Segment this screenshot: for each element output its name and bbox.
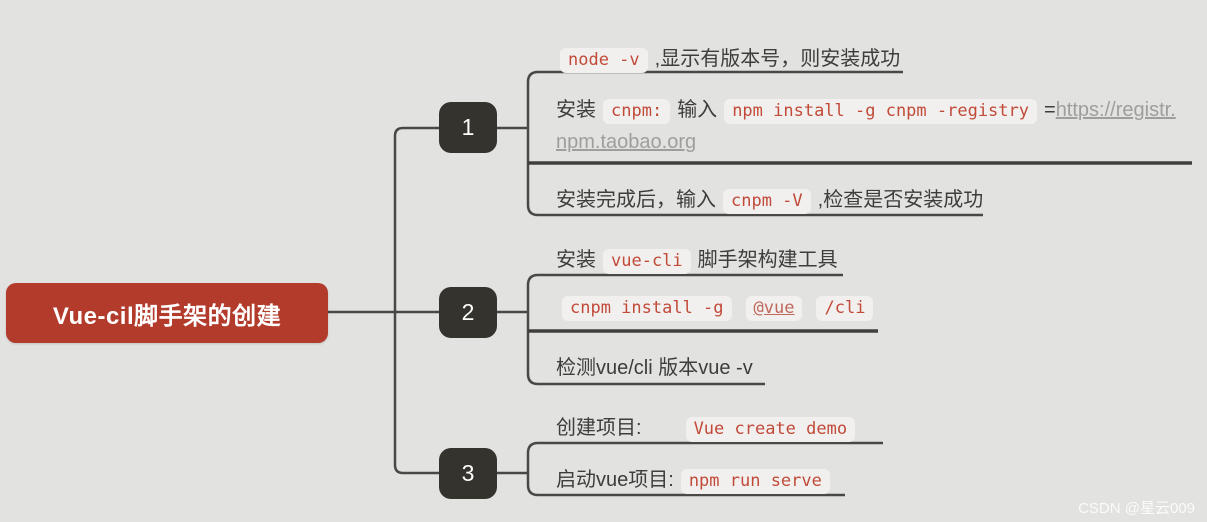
topic-line: 安装完成后，输入 cnpm -V ,检查是否安装成功 bbox=[556, 183, 984, 214]
topic-text: 安装 bbox=[556, 249, 596, 271]
topic-text: 安装完成后，输入 bbox=[556, 189, 716, 211]
topic-line: npm.taobao.org bbox=[556, 131, 1176, 161]
topic-item[interactable]: 创建项目: Vue create demo bbox=[556, 411, 862, 442]
branch-node-1[interactable]: 1 bbox=[439, 102, 497, 153]
topic-link[interactable]: npm.taobao.org bbox=[556, 131, 697, 153]
branch-3-bracket bbox=[526, 441, 883, 497]
root-topic-label: Vue-cil脚手架的创建 bbox=[52, 302, 282, 330]
topic-text: = bbox=[1044, 99, 1056, 121]
topic-line: 检测vue/cli 版本vue -v bbox=[556, 351, 753, 381]
code-chip: /cli bbox=[816, 296, 874, 321]
branch-node-3[interactable]: 3 bbox=[439, 448, 497, 499]
code-chip: cnpm install -g bbox=[562, 296, 732, 321]
topic-text: 脚手架构建工具 bbox=[697, 249, 838, 271]
topic-item[interactable]: cnpm install -g @vue/cli bbox=[562, 296, 880, 326]
branch-node-2-label: 2 bbox=[461, 299, 475, 325]
watermark: CSDN @星云009 bbox=[1078, 500, 1195, 517]
branch-1-bracket bbox=[526, 70, 983, 217]
branch-node-3-label: 3 bbox=[461, 460, 475, 486]
topic-text: 输入 bbox=[677, 99, 718, 121]
topic-item[interactable]: 安装 vue-cli 脚手架构建工具 bbox=[556, 243, 838, 274]
root-topic[interactable]: Vue-cil脚手架的创建 bbox=[6, 283, 328, 343]
code-chip: cnpm -V bbox=[723, 189, 811, 214]
trunk-line bbox=[393, 126, 439, 475]
topic-text: ,显示有版本号，则安装成功 bbox=[654, 48, 901, 70]
topic-item[interactable]: 安装完成后，输入 cnpm -V ,检查是否安装成功 bbox=[556, 183, 984, 214]
topic-text: ,检查是否安装成功 bbox=[817, 189, 984, 211]
topic-link[interactable]: https://registr. bbox=[1055, 99, 1176, 121]
topic-text: 检测vue/cli 版本vue -v bbox=[556, 357, 753, 379]
code-link[interactable]: @vue bbox=[753, 298, 795, 318]
branch-node-2[interactable]: 2 bbox=[439, 287, 497, 338]
code-chip: npm run serve bbox=[680, 469, 830, 494]
topic-line: node -v ,显示有版本号，则安装成功 bbox=[560, 42, 901, 73]
topic-line: 安装 vue-cli 脚手架构建工具 bbox=[556, 243, 838, 274]
topic-line: 安装 cnpm: 输入 npm install -g cnpm -registry =h… bbox=[556, 93, 1176, 124]
code-chip: @vue bbox=[745, 296, 803, 321]
topic-text: 安装 bbox=[556, 99, 596, 121]
code-chip: Vue create demo bbox=[685, 417, 856, 442]
topic-text: 创建项目: bbox=[556, 417, 642, 439]
code-chip: node -v bbox=[560, 48, 648, 73]
topic-line: 启动vue项目: npm run serve bbox=[556, 463, 837, 494]
topic-item[interactable]: 启动vue项目: npm run serve bbox=[556, 463, 837, 494]
code-chip: cnpm: bbox=[603, 99, 671, 124]
topic-line: cnpm install -g @vue/cli bbox=[562, 296, 880, 326]
code-chip: vue-cli bbox=[603, 249, 691, 274]
topic-item[interactable]: 检测vue/cli 版本vue -v bbox=[556, 351, 753, 381]
topic-item[interactable]: node -v ,显示有版本号，则安装成功 bbox=[560, 42, 901, 73]
code-chip: npm install -g cnpm -registry bbox=[724, 99, 1037, 124]
topic-line: 创建项目: Vue create demo bbox=[556, 411, 862, 442]
topic-item[interactable]: 安装 cnpm: 输入 npm install -g cnpm -registry =h… bbox=[556, 93, 1176, 161]
topic-text: 启动vue项目: bbox=[556, 469, 674, 491]
branch-node-1-label: 1 bbox=[461, 114, 475, 140]
